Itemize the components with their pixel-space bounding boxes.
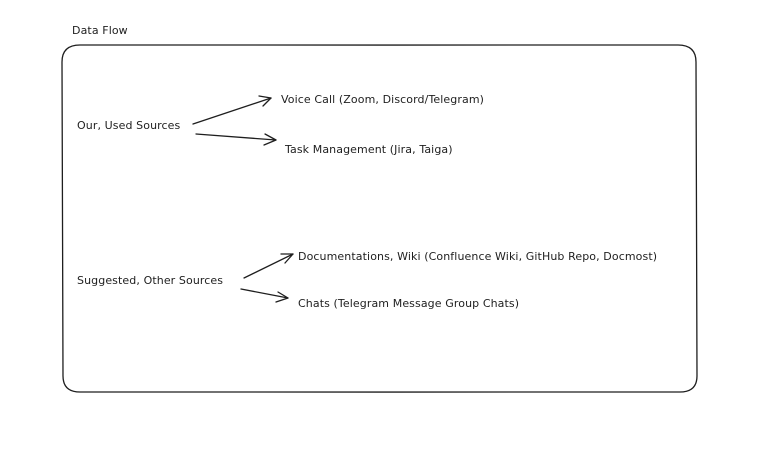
arrow-used-to-voice <box>192 95 272 125</box>
target-label-voice-call: Voice Call (Zoom, Discord/Telegram) <box>281 93 485 106</box>
source-label-used: Our, Used Sources <box>77 119 181 132</box>
source-label-suggested: Suggested, Other Sources <box>77 274 224 287</box>
arrow-suggested-to-chats <box>240 288 289 303</box>
target-label-documentations: Documentations, Wiki (Confluence Wiki, G… <box>298 250 658 263</box>
diagram-title: Data Flow <box>72 24 128 37</box>
arrow-suggested-to-docs <box>243 253 294 279</box>
arrow-used-to-task <box>195 133 277 146</box>
container-box <box>61 44 698 393</box>
target-label-chats: Chats (Telegram Message Group Chats) <box>298 297 520 310</box>
target-label-task-management: Task Management (Jira, Taiga) <box>285 143 453 156</box>
